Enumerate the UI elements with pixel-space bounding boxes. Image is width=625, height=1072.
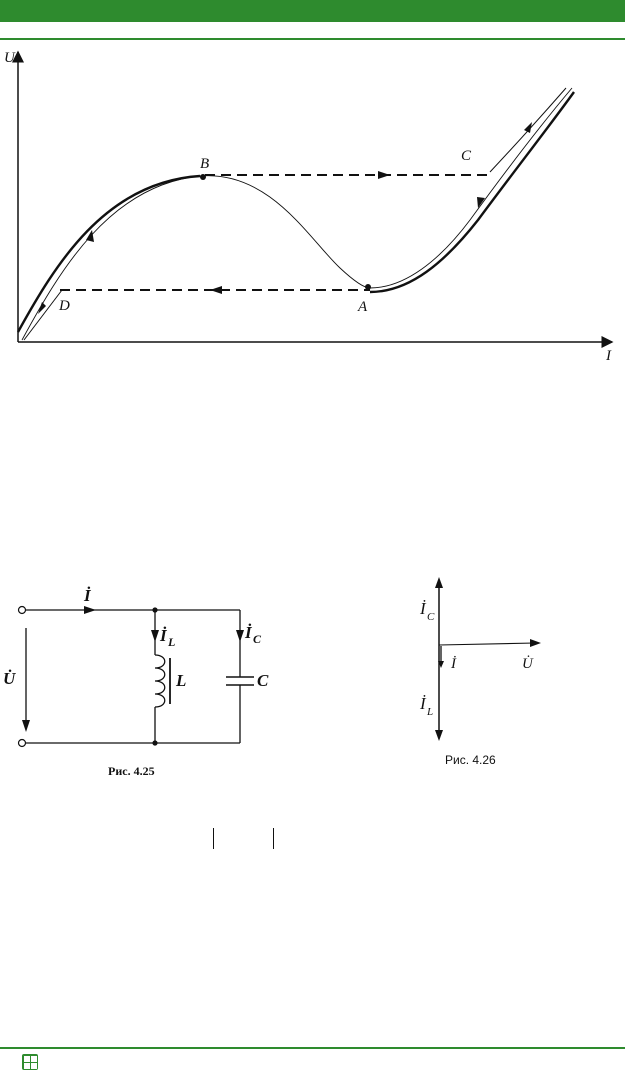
voltage-arrow-head bbox=[22, 720, 30, 732]
footer-rule bbox=[0, 1047, 625, 1049]
arrow-b-to-c bbox=[378, 171, 390, 179]
publisher-logo-icon bbox=[22, 1054, 38, 1070]
vector-il-head bbox=[435, 730, 443, 741]
inductor-coil bbox=[154, 654, 166, 708]
iv-branch-right-offset bbox=[489, 87, 567, 173]
label-vec-i: İ bbox=[450, 656, 457, 672]
arrow-a-to-d bbox=[210, 286, 222, 294]
node-bottom bbox=[152, 740, 158, 746]
caption-426: Рис. 4.26 bbox=[445, 753, 496, 767]
axis-label-i: I bbox=[605, 348, 612, 364]
vector-u-head bbox=[530, 639, 541, 647]
node-top bbox=[152, 607, 158, 613]
header-rule bbox=[0, 38, 625, 40]
label-current-total: İ bbox=[83, 586, 92, 605]
label-capacitor: C bbox=[257, 671, 269, 690]
vector-ic-head bbox=[435, 577, 443, 588]
label-inductor: L bbox=[175, 671, 186, 690]
formula-bar-right bbox=[273, 828, 274, 849]
label-current-l: İ bbox=[159, 626, 168, 645]
label-vec-ic-sub: C bbox=[427, 611, 435, 623]
point-label-d: D bbox=[58, 298, 70, 314]
point-b-marker bbox=[200, 174, 206, 180]
axis-label-u: U bbox=[4, 50, 16, 66]
arrow-current-total bbox=[84, 606, 96, 614]
point-label-c: C bbox=[461, 148, 472, 164]
formula-bar-left bbox=[213, 828, 214, 849]
iv-branch-right bbox=[369, 91, 575, 294]
arrow-falling-d bbox=[38, 302, 46, 314]
iv-curve-full bbox=[21, 87, 573, 341]
label-current-l-sub: L bbox=[167, 635, 175, 649]
label-current-c: İ bbox=[244, 623, 253, 642]
terminal-top bbox=[17, 605, 27, 615]
iv-branch-left-offset bbox=[23, 289, 63, 341]
point-label-b: B bbox=[200, 156, 209, 172]
vector-u bbox=[438, 642, 536, 646]
terminal-bottom bbox=[17, 738, 27, 748]
arrow-current-l bbox=[151, 630, 159, 642]
label-vec-il: İ bbox=[419, 694, 427, 713]
label-vec-u: U̇ bbox=[522, 656, 534, 672]
point-a-marker bbox=[365, 284, 371, 290]
vector-i-head bbox=[438, 661, 444, 668]
arrow-right-down bbox=[477, 197, 485, 208]
arrow-rising bbox=[86, 230, 94, 242]
label-current-c-sub: C bbox=[253, 632, 262, 646]
label-vec-ic: İ bbox=[419, 599, 427, 618]
label-voltage: U̇ bbox=[3, 669, 16, 688]
arrow-current-c bbox=[236, 630, 244, 642]
caption-425: Рис. 4.25 bbox=[108, 764, 155, 778]
header-bar bbox=[0, 0, 625, 22]
iv-branch-rising bbox=[16, 174, 201, 333]
iv-characteristic-figure: U I B C A D bbox=[4, 50, 614, 364]
arrow-upper-c bbox=[524, 122, 532, 133]
point-label-a: A bbox=[357, 299, 368, 315]
label-vec-il-sub: L bbox=[426, 706, 433, 718]
